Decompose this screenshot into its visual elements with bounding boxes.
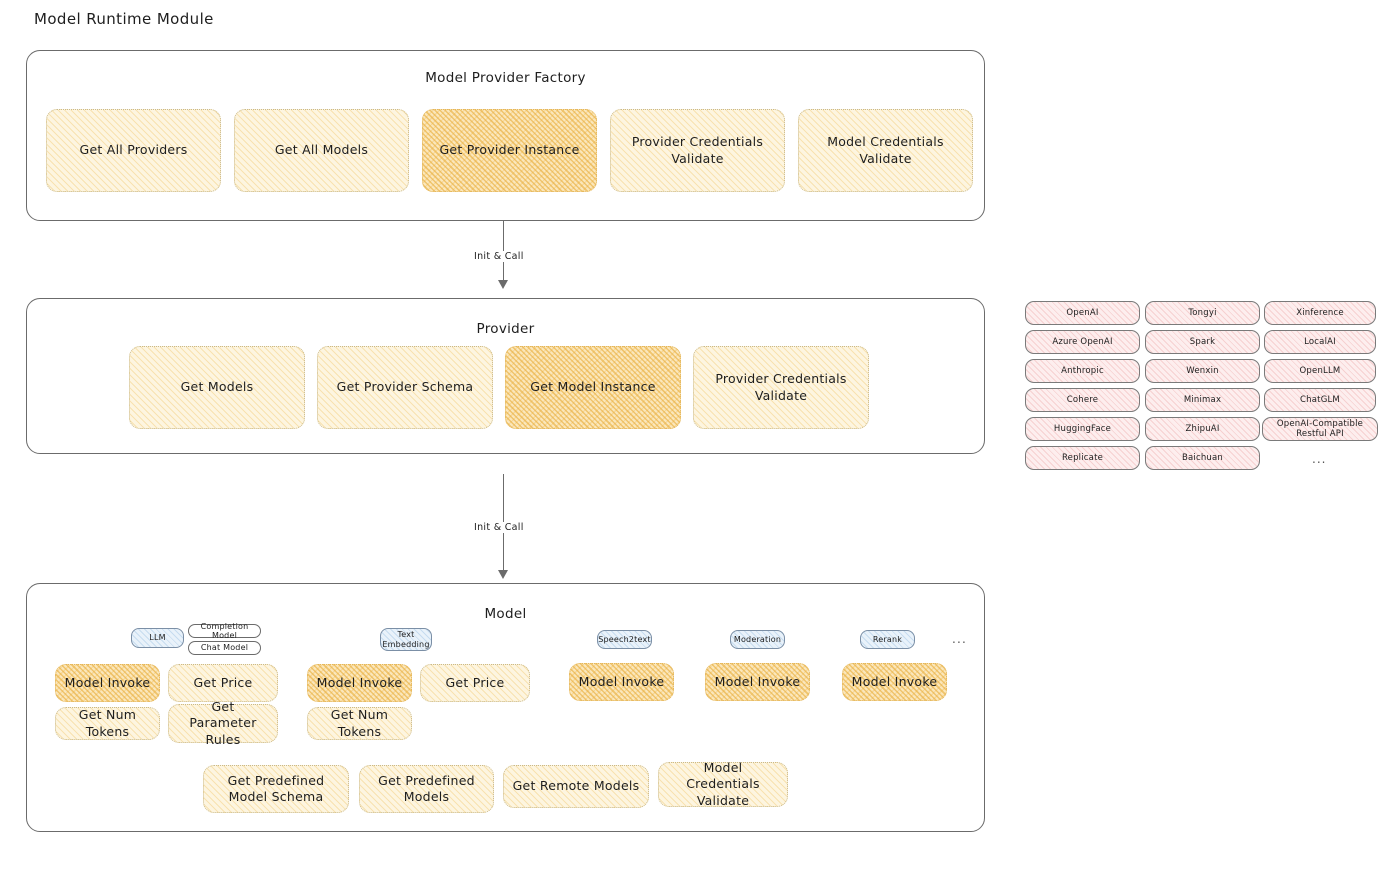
provider-chip-zhipuai[interactable]: ZhipuAI: [1145, 417, 1260, 441]
provider-chip-tongyi[interactable]: Tongyi: [1145, 301, 1260, 325]
llm-node-get-parameter-rules[interactable]: Get Parameter Rules: [168, 699, 278, 747]
provider-chip-minimax[interactable]: Minimax: [1145, 388, 1260, 412]
text-embedding-node-get-num-tokens[interactable]: Get Num Tokens: [307, 707, 412, 740]
provider-chip-wenxin[interactable]: Wenxin: [1145, 359, 1260, 383]
provider-chip-openai[interactable]: OpenAI: [1025, 301, 1140, 325]
provider-chip-baichuan[interactable]: Baichuan: [1145, 446, 1260, 470]
provider-card: Provider Get Models Get Provider Schema …: [26, 298, 998, 467]
llm-node-get-price[interactable]: Get Price: [168, 664, 278, 702]
arrow-2-head: [498, 570, 508, 579]
provider-node-get-provider-schema[interactable]: Get Provider Schema: [317, 346, 493, 429]
moderation-node-model-invoke[interactable]: Model Invoke: [705, 663, 810, 701]
model-provider-factory-card: Model Provider Factory Get All Providers…: [26, 50, 985, 221]
provider-node-get-models[interactable]: Get Models: [129, 346, 305, 429]
provider-chip-openllm[interactable]: OpenLLM: [1264, 359, 1376, 383]
model-type-badge-llm[interactable]: LLM: [131, 628, 184, 648]
model-title: Model: [484, 606, 527, 622]
provider-chip-xinference[interactable]: Xinference: [1264, 301, 1376, 325]
provider-chip-spark[interactable]: Spark: [1145, 330, 1260, 354]
provider-chip-replicate[interactable]: Replicate: [1025, 446, 1140, 470]
provider-chip-cohere[interactable]: Cohere: [1025, 388, 1140, 412]
model-card: Model LLM Completion Model Chat Model Mo…: [26, 583, 998, 845]
arrow-1-label: Init & Call: [470, 251, 528, 262]
provider-chip-huggingface[interactable]: HuggingFace: [1025, 417, 1140, 441]
provider-chip-localai[interactable]: LocalAI: [1264, 330, 1376, 354]
factory-node-get-all-models[interactable]: Get All Models: [234, 109, 409, 192]
model-node-get-remote-models[interactable]: Get Remote Models: [503, 765, 649, 808]
model-subtype-badge-completion-model[interactable]: Completion Model: [188, 622, 261, 640]
text-embedding-node-model-invoke[interactable]: Model Invoke: [307, 664, 412, 702]
llm-node-get-num-tokens[interactable]: Get Num Tokens: [55, 707, 160, 740]
model-type-badge-text-embedding[interactable]: Text Embedding: [380, 628, 432, 651]
provider-list-more-indicator: ...: [1312, 452, 1327, 466]
model-node-get-predefined-models[interactable]: Get Predefined Models: [359, 765, 494, 813]
provider-title: Provider: [476, 321, 535, 337]
factory-node-get-provider-instance[interactable]: Get Provider Instance: [422, 109, 597, 192]
text-embedding-node-get-price[interactable]: Get Price: [420, 664, 530, 702]
model-provider-factory-title: Model Provider Factory: [425, 70, 586, 86]
provider-chip-openai-compatible-restful-api[interactable]: OpenAI-Compatible Restful API: [1262, 417, 1378, 441]
provider-chip-chatglm[interactable]: ChatGLM: [1264, 388, 1376, 412]
model-node-model-credentials-validate[interactable]: Model Credentials Validate: [658, 760, 788, 808]
page-title: Model Runtime Module: [34, 10, 214, 28]
factory-node-model-credentials-validate[interactable]: Model Credentials Validate: [798, 109, 973, 192]
arrow-1-head: [498, 280, 508, 289]
model-groups-more-indicator: ...: [952, 632, 968, 646]
provider-node-get-model-instance[interactable]: Get Model Instance: [505, 346, 681, 429]
speech2text-node-model-invoke[interactable]: Model Invoke: [569, 663, 674, 701]
model-type-badge-rerank[interactable]: Rerank: [860, 630, 915, 649]
factory-node-provider-credentials-validate[interactable]: Provider Credentials Validate: [610, 109, 785, 192]
provider-chip-azure-openai[interactable]: Azure OpenAI: [1025, 330, 1140, 354]
factory-node-get-all-providers[interactable]: Get All Providers: [46, 109, 221, 192]
model-subtype-badge-chat-model[interactable]: Chat Model: [188, 641, 261, 655]
model-type-badge-moderation[interactable]: Moderation: [730, 630, 785, 649]
arrow-2-label: Init & Call: [470, 522, 528, 533]
provider-chip-anthropic[interactable]: Anthropic: [1025, 359, 1140, 383]
model-type-badge-speech2text[interactable]: Speech2text: [597, 630, 652, 649]
llm-node-model-invoke[interactable]: Model Invoke: [55, 664, 160, 702]
rerank-node-model-invoke[interactable]: Model Invoke: [842, 663, 947, 701]
provider-node-provider-credentials-validate[interactable]: Provider Credentials Validate: [693, 346, 869, 429]
model-node-get-predefined-model-schema[interactable]: Get Predefined Model Schema: [203, 765, 349, 813]
